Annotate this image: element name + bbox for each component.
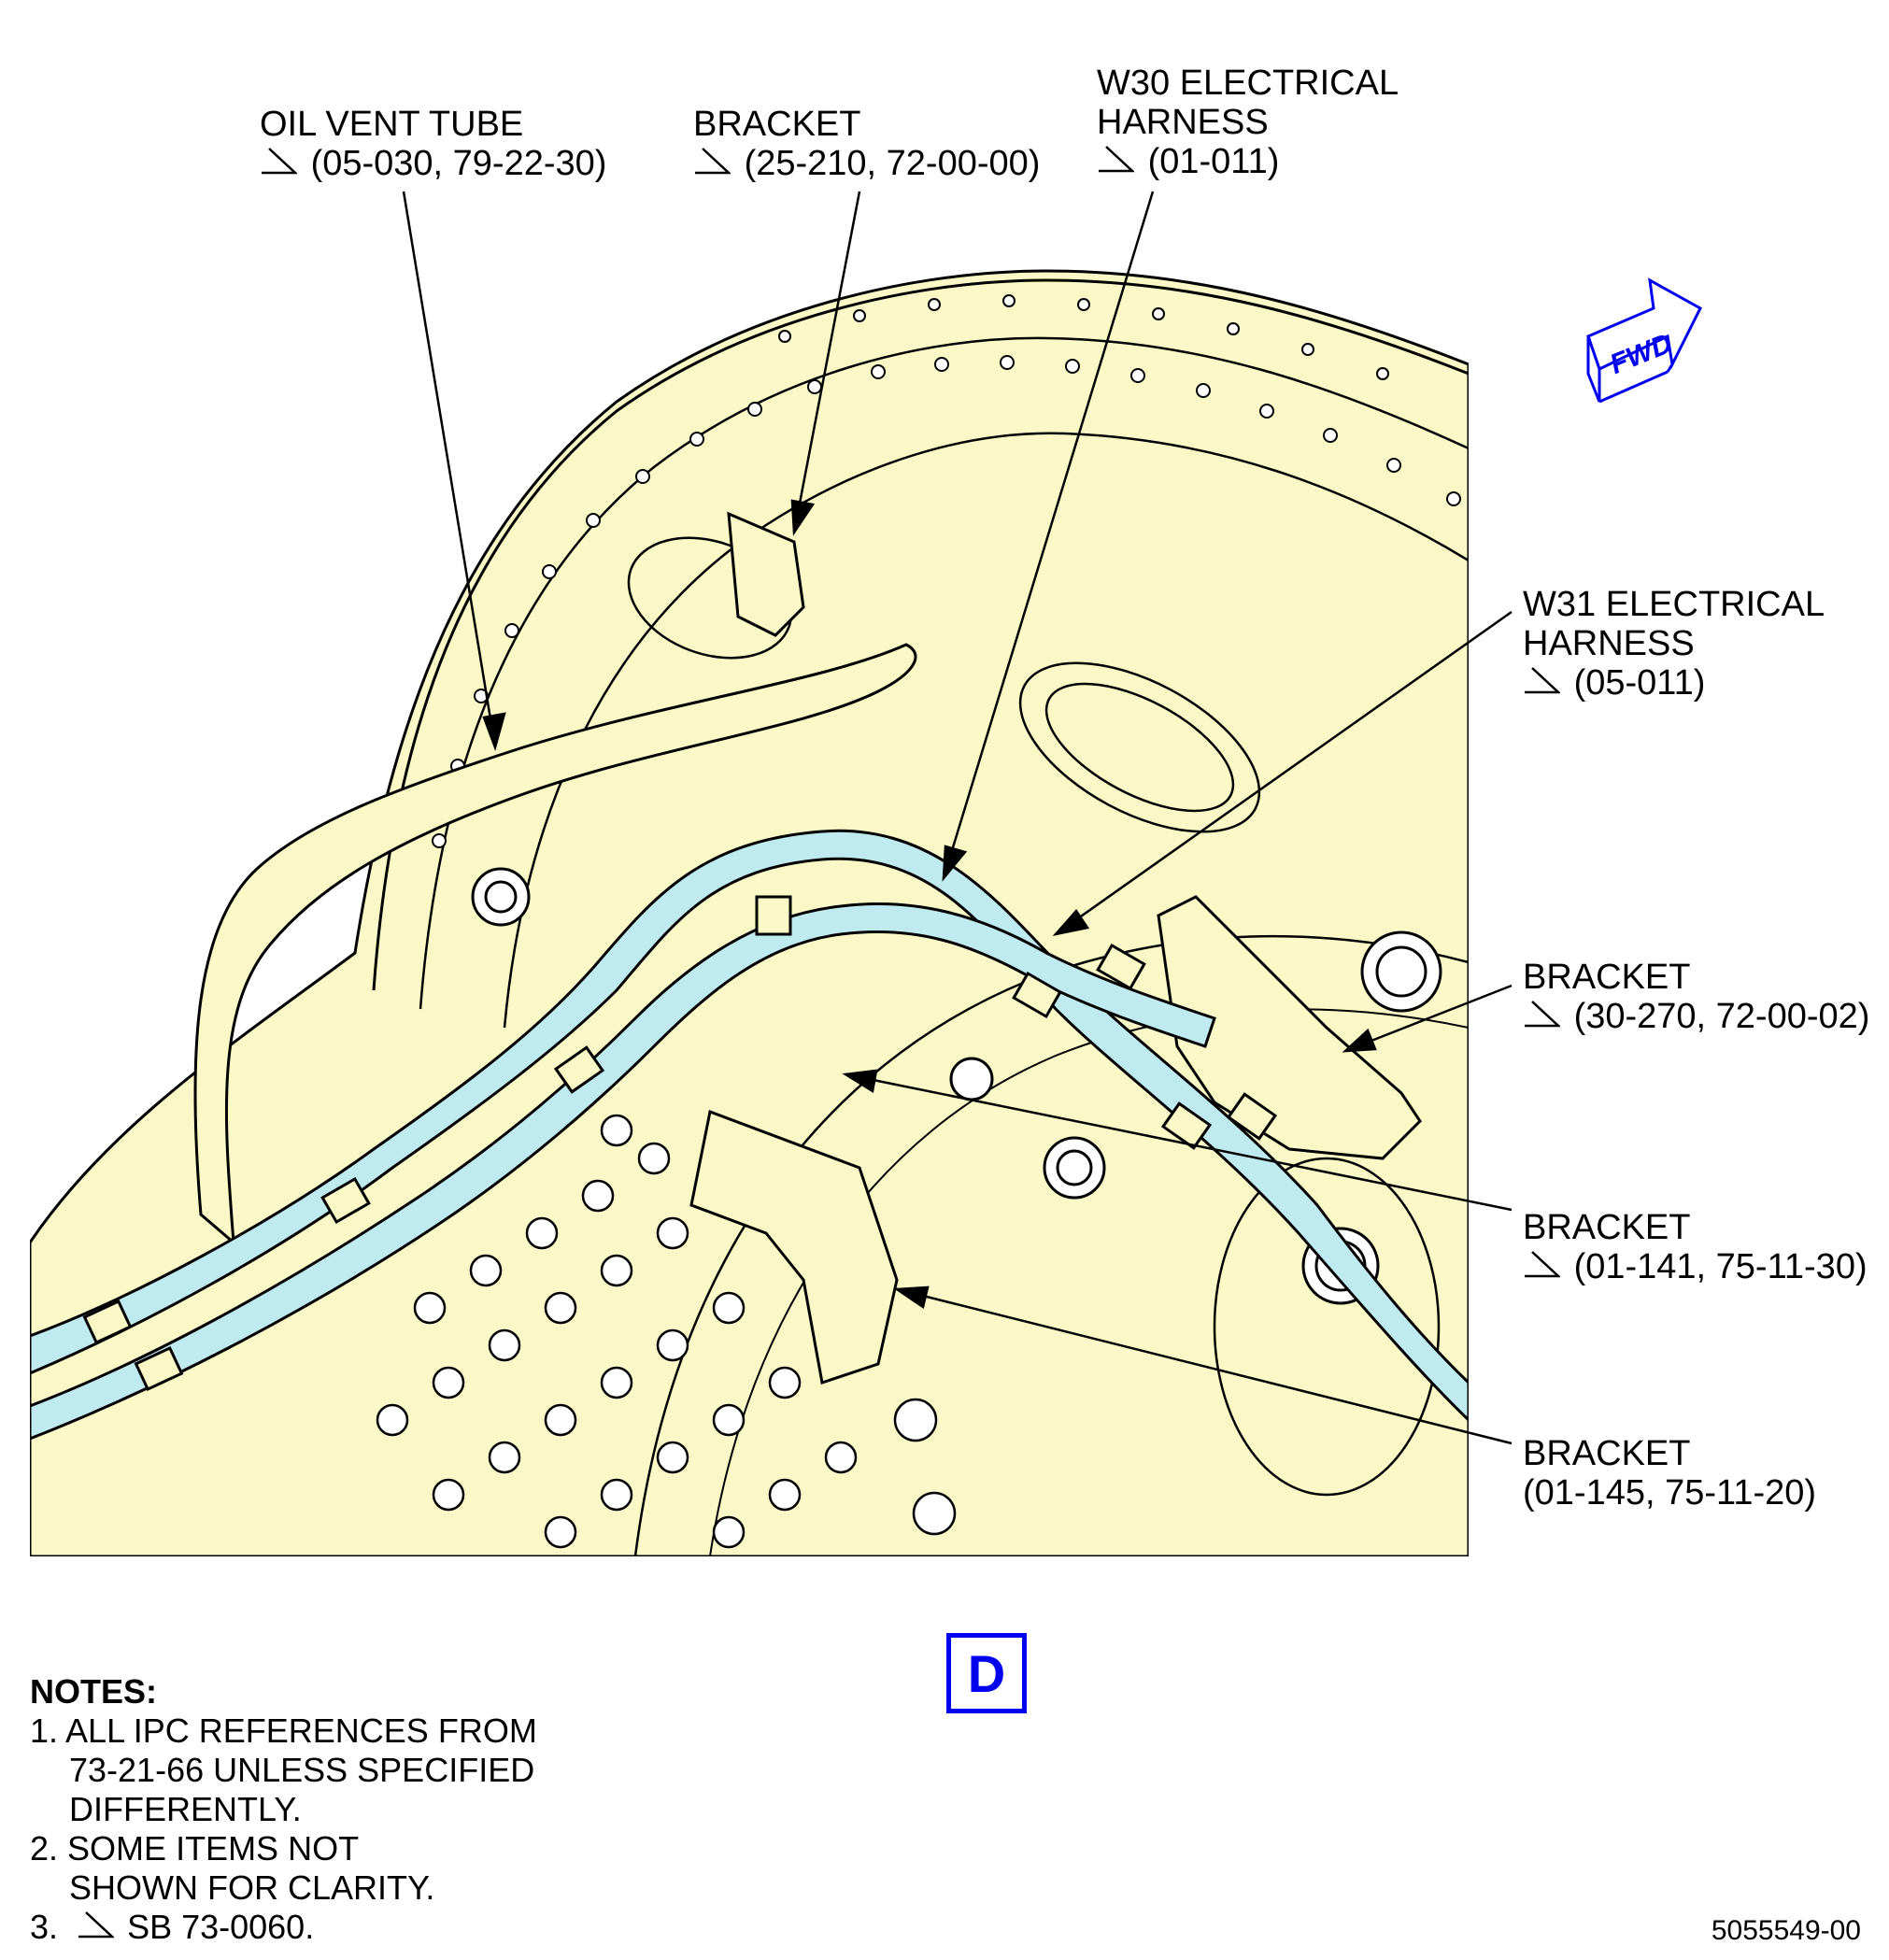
note-number: 2. xyxy=(30,1829,59,1868)
note-item-1: 1. ALL IPC REFERENCES FROM xyxy=(30,1711,537,1751)
callout-bracket-01-141: BRACKET (01-141, 75-11-30) xyxy=(1523,1208,1868,1286)
fwd-arrow-icon: FWD xyxy=(1586,277,1702,404)
callout-title: BRACKET xyxy=(1523,1434,1691,1473)
sb-effectivity-icon xyxy=(1525,667,1560,694)
note-line: SHOWN FOR CLARITY. xyxy=(69,1868,435,1907)
callout-title: BRACKET xyxy=(693,105,861,144)
callout-title-line2: HARNESS xyxy=(1523,624,1695,663)
callout-w30-harness: W30 ELECTRICAL HARNESS (01-011) xyxy=(1097,64,1399,181)
note-number: 1. xyxy=(30,1711,59,1750)
access-openings xyxy=(627,536,1441,1497)
callout-ref: (01-145, 75-11-20) xyxy=(1523,1473,1817,1513)
lower-bracket xyxy=(689,1109,899,1385)
leader-lines xyxy=(402,191,1513,1445)
oil-vent-tube xyxy=(193,643,917,1246)
harness-clamps xyxy=(82,895,1278,1392)
callout-ref: (05-011) xyxy=(1573,663,1706,703)
callout-ref: (25-210, 72-00-00) xyxy=(744,144,1041,183)
right-bracket xyxy=(1157,895,1422,1160)
w30-harness xyxy=(30,829,1469,1423)
callout-ref: (01-141, 75-11-30) xyxy=(1573,1247,1868,1286)
sb-effectivity-icon xyxy=(1099,146,1134,173)
callout-oil-vent-tube: OIL VENT TUBE (05-030, 79-22-30) xyxy=(260,105,606,183)
callout-title: BRACKET xyxy=(1523,1208,1691,1247)
callout-title-line1: W30 ELECTRICAL xyxy=(1097,64,1399,103)
casing-ring xyxy=(633,934,1469,1556)
view-label: D xyxy=(946,1633,1027,1713)
lower-boss-pattern xyxy=(376,1114,957,1549)
callout-title-line1: W31 ELECTRICAL xyxy=(1523,585,1825,624)
outer-flange xyxy=(372,278,1469,991)
note-number: 3. xyxy=(30,1908,59,1946)
upper-bracket xyxy=(727,511,805,637)
callout-ref: (30-270, 72-00-02) xyxy=(1573,997,1870,1036)
note-line: DIFFERENTLY. xyxy=(69,1790,302,1828)
note-item-3: 3. SB 73-0060. xyxy=(30,1908,537,1947)
callout-w31-harness: W31 ELECTRICAL HARNESS (05-011) xyxy=(1523,585,1825,703)
sb-effectivity-icon xyxy=(1525,1251,1560,1278)
sb-effectivity-icon xyxy=(78,1911,115,1939)
notes-header: NOTES: xyxy=(30,1672,158,1711)
notes-block: NOTES: 1. ALL IPC REFERENCES FROM 73-21-… xyxy=(30,1672,537,1947)
callout-title-line2: HARNESS xyxy=(1097,103,1269,142)
note-line: 73-21-66 UNLESS SPECIFIED xyxy=(69,1751,535,1789)
sb-effectivity-icon xyxy=(1525,1001,1560,1028)
callout-title: BRACKET xyxy=(1523,958,1691,997)
callout-bracket-30-270: BRACKET (30-270, 72-00-02) xyxy=(1523,958,1869,1036)
sb-effectivity-icon xyxy=(695,148,731,175)
casing-ring-inner xyxy=(709,1008,1469,1556)
callout-bracket-25-210: BRACKET (25-210, 72-00-00) xyxy=(693,105,1040,183)
note-item-2: 2. SOME ITEMS NOT xyxy=(30,1829,537,1868)
drawing-number: 5055549-00 xyxy=(1711,1915,1861,1946)
sb-effectivity-icon xyxy=(262,148,297,175)
engine-casing-view xyxy=(30,269,1469,1556)
note-line: SOME ITEMS NOT xyxy=(67,1829,360,1868)
note-line: SB 73-0060. xyxy=(127,1908,315,1946)
callout-bracket-01-145: BRACKET (01-145, 75-11-20) xyxy=(1523,1434,1816,1513)
note-line: ALL IPC REFERENCES FROM xyxy=(65,1711,537,1750)
callout-ref: (01-011) xyxy=(1147,142,1280,181)
callout-ref: (05-030, 79-22-30) xyxy=(310,144,607,183)
callout-title: OIL VENT TUBE xyxy=(260,105,524,144)
